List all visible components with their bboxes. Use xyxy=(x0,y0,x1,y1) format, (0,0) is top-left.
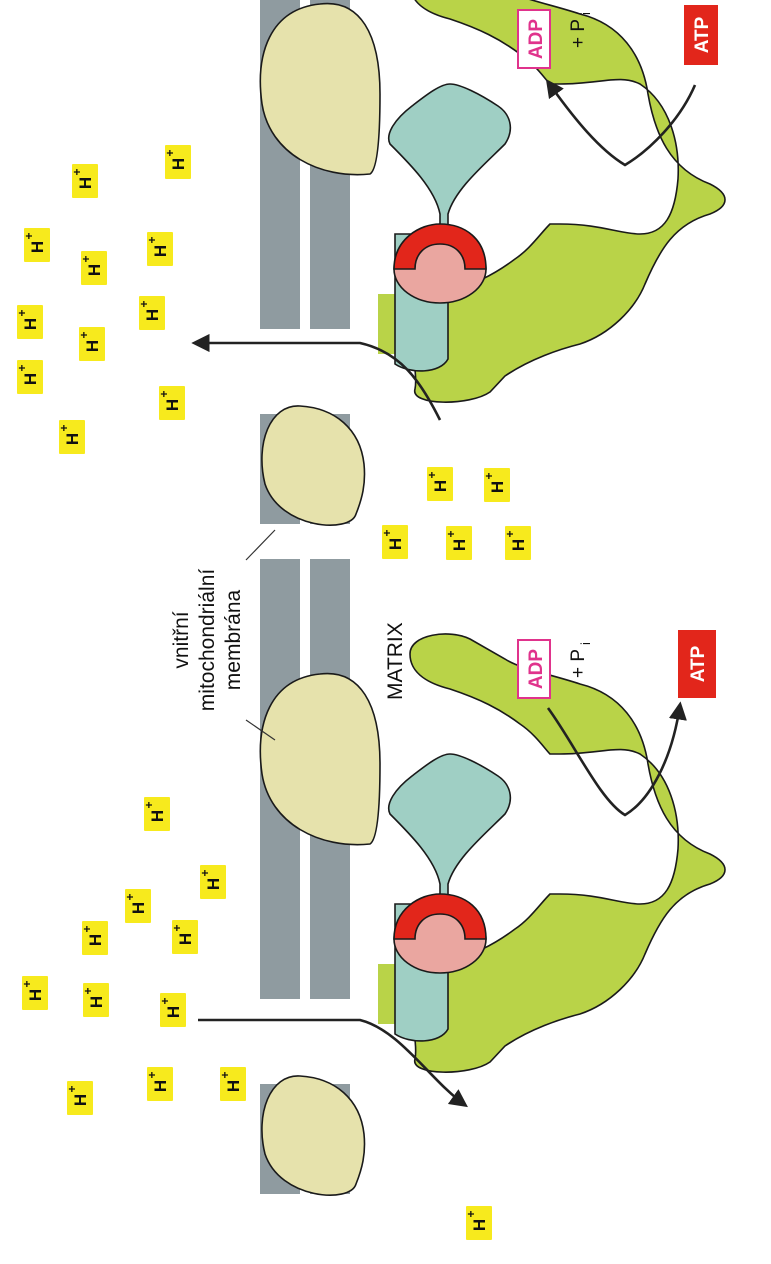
svg-text:mitochondriální: mitochondriální xyxy=(196,569,219,712)
synthase-unit-right xyxy=(260,0,725,525)
protons-right-bottom xyxy=(380,467,531,560)
svg-text:ADP: ADP xyxy=(526,19,547,59)
matrix-label: MATRIX xyxy=(384,622,407,700)
svg-text:+ P: + P xyxy=(568,19,589,48)
protons-right-top xyxy=(15,145,191,454)
svg-text:ATP: ATP xyxy=(688,645,709,682)
hydrolysis-labels: ADP + P i ATP xyxy=(518,5,718,165)
membrane-label: vnitřní mitochondriální membrána xyxy=(170,530,275,740)
svg-text:vnitřní: vnitřní xyxy=(170,611,193,668)
svg-text:i: i xyxy=(578,12,593,15)
protons-left-bottom xyxy=(464,1206,492,1240)
svg-text:membrána: membrána xyxy=(222,589,245,690)
svg-text:+ P: + P xyxy=(568,649,589,678)
protons-left-top xyxy=(20,797,246,1115)
svg-text:ADP: ADP xyxy=(526,649,547,689)
svg-text:ATP: ATP xyxy=(692,16,713,53)
svg-text:i: i xyxy=(578,642,593,645)
synthase-unit-left xyxy=(260,559,725,1195)
